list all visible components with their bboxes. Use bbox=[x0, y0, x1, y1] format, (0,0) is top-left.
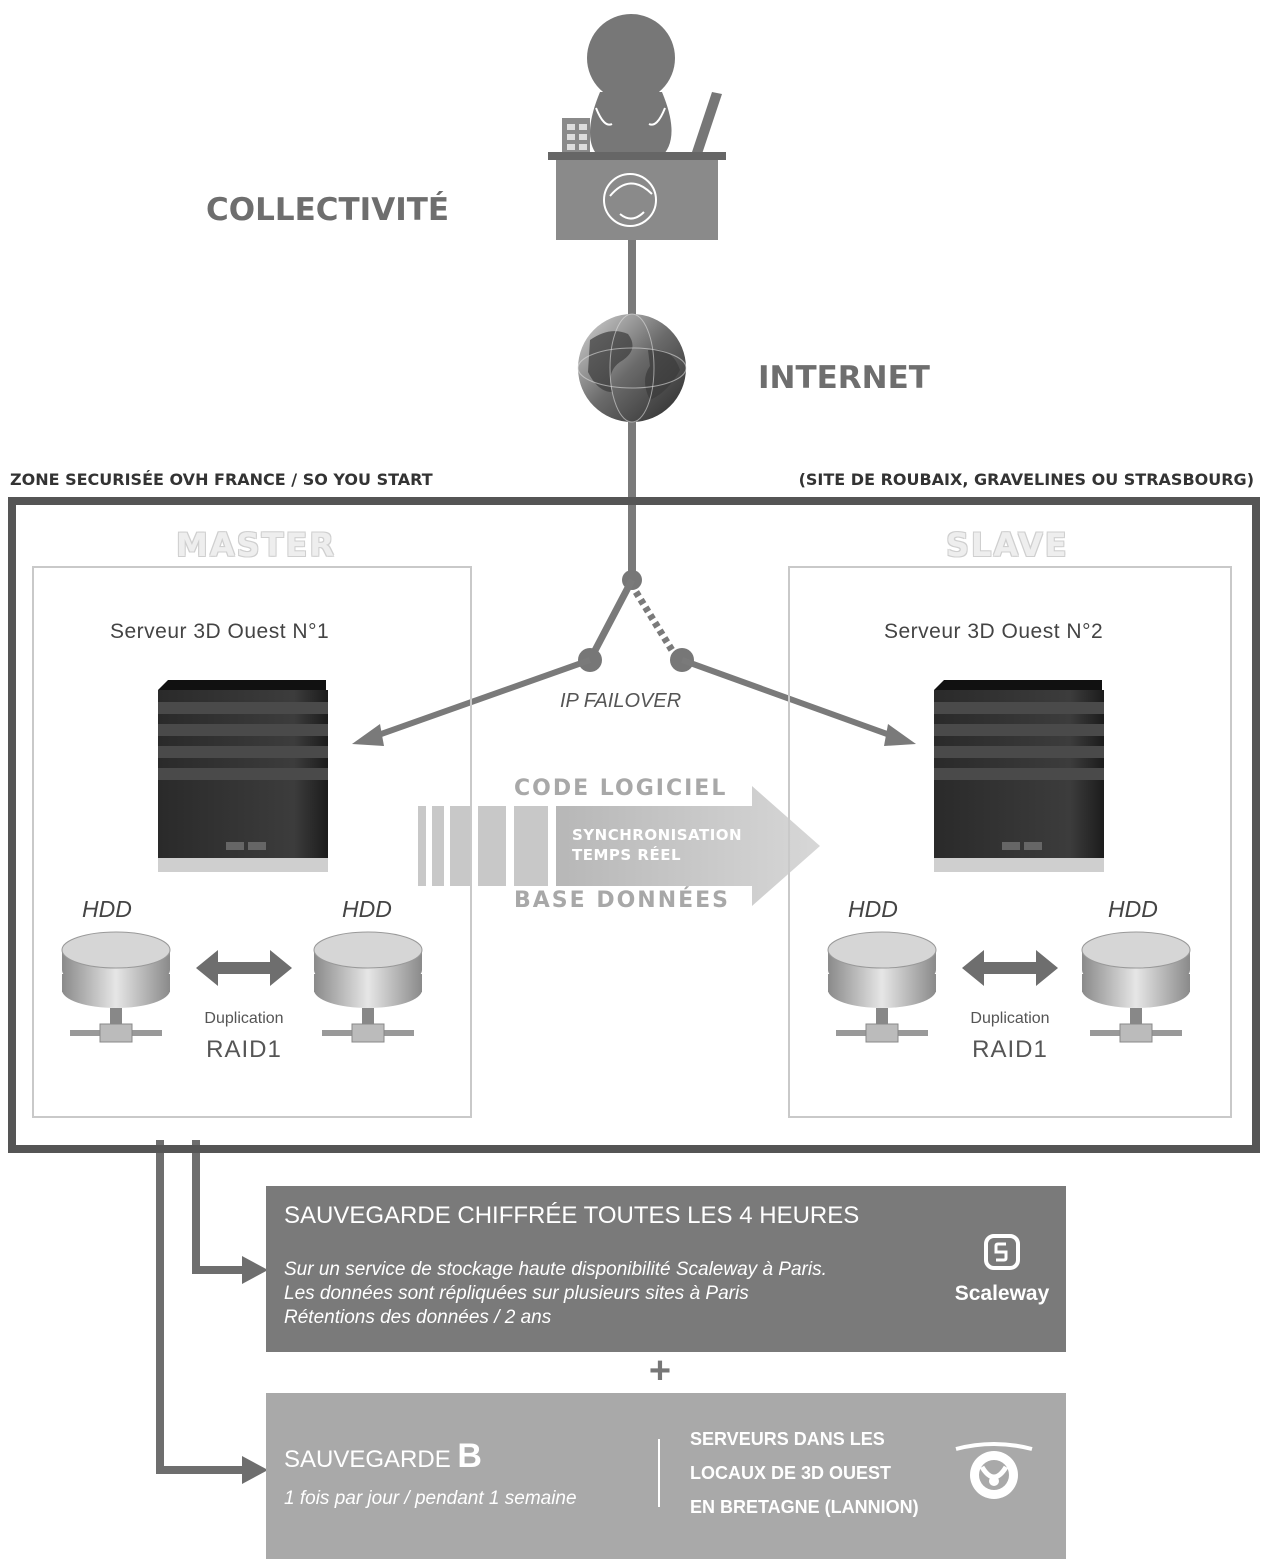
hdd-disk-icon bbox=[1081, 931, 1191, 1043]
server-master-icon bbox=[158, 680, 328, 872]
backup-b-panel: SAUVEGARDE B 1 fois par jour / pendant 1… bbox=[266, 1393, 1066, 1559]
sync-bottom-label: BASE DONNÉES bbox=[514, 888, 731, 913]
slave-server-label: Serveur 3D Ouest N°2 bbox=[884, 620, 1104, 643]
slave-hdd-left-label: HDD bbox=[848, 896, 898, 922]
secure-zone-frame bbox=[8, 497, 1260, 1153]
globe-icon bbox=[577, 313, 687, 423]
backup-b-right-line2: LOCAUX DE 3D OUEST bbox=[690, 1463, 892, 1483]
hdd-disk-icon bbox=[313, 931, 423, 1043]
hdd-disk-icon bbox=[61, 931, 171, 1043]
backup-b-title-letter: B bbox=[457, 1437, 482, 1475]
internet-label: INTERNET bbox=[758, 360, 930, 396]
slave-title: SLAVE bbox=[946, 526, 1069, 564]
backup-b-right-line3: EN BRETAGNE (LANNION) bbox=[690, 1497, 919, 1517]
slave-raid-label: RAID1 bbox=[972, 1036, 1048, 1063]
backup-b-subtitle: 1 fois par jour / pendant 1 semaine bbox=[284, 1488, 577, 1509]
slave-hdd-right-label: HDD bbox=[1108, 896, 1158, 922]
3d-ouest-logo-icon bbox=[955, 1442, 1033, 1499]
master-hdd-left-label: HDD bbox=[82, 896, 132, 922]
double-arrow-icon bbox=[196, 950, 292, 986]
hdd-disk-icon bbox=[827, 931, 937, 1043]
master-raid-label: RAID1 bbox=[206, 1036, 282, 1063]
backup-links bbox=[156, 1140, 268, 1484]
double-arrow-icon bbox=[962, 950, 1058, 986]
backup-a-line1: Sur un service de stockage haute disponi… bbox=[284, 1259, 827, 1280]
backup-a-panel: SAUVEGARDE CHIFFRÉE TOUTES LES 4 HEURES … bbox=[266, 1186, 1066, 1352]
ip-failover-label: IP FAILOVER bbox=[560, 690, 682, 712]
slave-duplication-label: Duplication bbox=[970, 1010, 1050, 1027]
zone-title: ZONE SECURISÉE OVH FRANCE / SO YOU START bbox=[10, 470, 433, 489]
master-title: MASTER bbox=[176, 526, 336, 564]
backup-b-right-line1: SERVEURS DANS LES bbox=[690, 1429, 885, 1449]
master-server-label: Serveur 3D Ouest N°1 bbox=[110, 620, 330, 643]
slave-box bbox=[788, 566, 1232, 1118]
master-hdd-right-label: HDD bbox=[342, 896, 392, 922]
user-desk-icon bbox=[548, 14, 726, 240]
master-duplication-label: Duplication bbox=[204, 1010, 284, 1027]
backup-a-title: SAUVEGARDE CHIFFRÉE TOUTES LES 4 HEURES bbox=[284, 1202, 860, 1229]
plus-sign: + bbox=[648, 1350, 672, 1392]
sync-arrow bbox=[418, 786, 820, 906]
backup-b-divider bbox=[658, 1439, 660, 1507]
zone-sites: (SITE DE ROUBAIX, GRAVELINES OU STRASBOU… bbox=[798, 470, 1254, 489]
collectivite-label: COLLECTIVITÉ bbox=[206, 192, 450, 228]
sync-line1-label: SYNCHRONISATION bbox=[572, 826, 743, 844]
backup-b-title: SAUVEGARDE B bbox=[284, 1437, 482, 1476]
sync-line2-label: TEMPS RÉEL bbox=[572, 846, 682, 864]
backup-b-title-prefix: SAUVEGARDE bbox=[284, 1446, 458, 1473]
scaleway-logo-text: Scaleway bbox=[954, 1282, 1050, 1305]
backup-a-line3: Rétentions des données / 2 ans bbox=[284, 1307, 552, 1328]
sync-top-label: CODE LOGICIEL bbox=[514, 776, 728, 801]
backup-a-line2: Les données sont répliquées sur plusieur… bbox=[284, 1283, 749, 1304]
server-slave-icon bbox=[934, 680, 1104, 872]
master-box bbox=[32, 566, 472, 1118]
failover-branches bbox=[352, 570, 916, 746]
scaleway-logo-icon bbox=[984, 1234, 1020, 1270]
